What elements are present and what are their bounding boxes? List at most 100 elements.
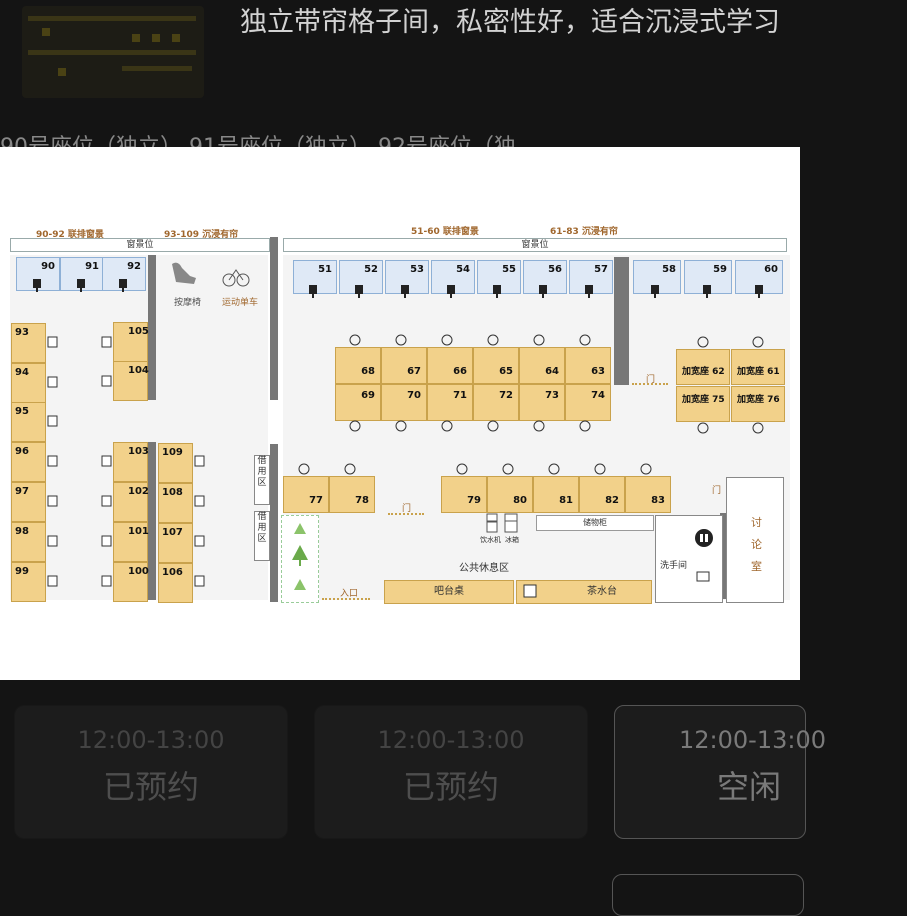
seat-83[interactable]: 83 xyxy=(625,476,671,513)
entrance-label: 入口 xyxy=(340,589,359,599)
chair-icon xyxy=(752,336,764,348)
chair-icon xyxy=(533,420,545,432)
seat-99[interactable]: 99 xyxy=(11,562,46,602)
seat-107[interactable]: 107 xyxy=(158,523,193,563)
seat-81[interactable]: 81 xyxy=(533,476,579,513)
chair-icon xyxy=(194,575,205,587)
chair-icon xyxy=(401,285,409,298)
massage-chair-icon xyxy=(172,262,196,284)
chair-icon xyxy=(349,420,361,432)
chair-icon xyxy=(47,575,58,587)
chair-icon xyxy=(47,336,58,348)
seat-105[interactable]: 105 xyxy=(113,322,149,362)
seat-95[interactable]: 95 xyxy=(11,402,46,442)
seat-map-thumbnail[interactable] xyxy=(22,6,204,98)
tea-bar: 茶水台 xyxy=(516,580,652,604)
chair-icon xyxy=(47,455,58,467)
zone-label: 93-109 沉浸有帘 xyxy=(164,230,239,240)
seat-61[interactable]: 加宽座 61 xyxy=(731,349,785,385)
seat-67[interactable]: 67 xyxy=(381,347,427,384)
seat-96[interactable]: 96 xyxy=(11,442,46,482)
seat-57[interactable]: 57 xyxy=(569,260,613,294)
seat-102[interactable]: 102 xyxy=(113,482,149,522)
borrow-area-2: 借用区 xyxy=(254,511,270,561)
time-slot-card[interactable]: 12:00-13:00 已预约 xyxy=(314,705,588,839)
storage-cabinet: 储物柜 xyxy=(536,515,654,531)
chair-icon xyxy=(194,455,205,467)
seat-74[interactable]: 74 xyxy=(565,384,611,421)
floor-plan-image[interactable]: 90-92 联排窗景 93-109 沉浸有帘 51-60 联排窗景 61-83 … xyxy=(0,147,800,680)
seat-65[interactable]: 65 xyxy=(473,347,519,384)
seat-56[interactable]: 56 xyxy=(523,260,567,294)
seat-76[interactable]: 加宽座 76 xyxy=(731,386,785,422)
chair-icon xyxy=(456,463,468,475)
seat-93[interactable]: 93 xyxy=(11,323,46,363)
door-label: 门 xyxy=(712,486,722,496)
chair-icon xyxy=(101,535,112,547)
seat-101[interactable]: 101 xyxy=(113,522,149,562)
seat-106[interactable]: 106 xyxy=(158,563,193,603)
seat-77[interactable]: 77 xyxy=(283,476,329,513)
seat-68[interactable]: 68 xyxy=(335,347,381,384)
chair-icon xyxy=(101,336,112,348)
chair-icon xyxy=(298,463,310,475)
chair-icon xyxy=(697,422,709,434)
fridge-icon xyxy=(504,513,518,533)
seat-104[interactable]: 104 xyxy=(113,361,149,401)
seat-78[interactable]: 78 xyxy=(329,476,375,513)
chair-icon xyxy=(349,334,361,346)
slot-time: 12:00-13:00 xyxy=(679,726,826,754)
massage-chair-label: 按摩椅 xyxy=(174,298,202,308)
seat-72[interactable]: 72 xyxy=(473,384,519,421)
seat-73[interactable]: 73 xyxy=(519,384,565,421)
tea-bar-label: 茶水台 xyxy=(587,586,617,597)
seat-103[interactable]: 103 xyxy=(113,442,149,482)
chair-icon xyxy=(447,285,455,298)
seat-79[interactable]: 79 xyxy=(441,476,487,513)
slot-time: 12:00-13:00 xyxy=(377,726,525,754)
chair-icon xyxy=(585,285,593,298)
seat-64[interactable]: 64 xyxy=(519,347,565,384)
seat-97[interactable]: 97 xyxy=(11,482,46,522)
chair-icon xyxy=(493,285,501,298)
seat-109[interactable]: 109 xyxy=(158,443,193,483)
seat-71[interactable]: 71 xyxy=(427,384,473,421)
slot-time: 12:00-13:00 xyxy=(77,726,225,754)
chair-icon xyxy=(194,535,205,547)
chair-icon xyxy=(755,285,763,298)
seat-75[interactable]: 加宽座 75 xyxy=(676,386,730,422)
lounge-label: 公共休息区 xyxy=(459,563,509,574)
seat-98[interactable]: 98 xyxy=(11,522,46,562)
seat-80[interactable]: 80 xyxy=(487,476,533,513)
seat-94[interactable]: 94 xyxy=(11,363,46,403)
seat-description: 独立带帘格子间，私密性好，适合沉浸式学习 xyxy=(240,7,780,38)
discussion-room-label: 讨论室 xyxy=(751,516,762,573)
chair-icon xyxy=(47,415,58,427)
seat-108[interactable]: 108 xyxy=(158,483,193,523)
plants-area xyxy=(281,515,319,603)
zone-label: 90-92 联排窗景 xyxy=(36,230,104,240)
seat-70[interactable]: 70 xyxy=(381,384,427,421)
seat-100[interactable]: 100 xyxy=(113,562,149,602)
zone-label: 61-83 沉浸有帘 xyxy=(550,227,618,237)
chair-icon xyxy=(703,285,711,298)
chair-icon xyxy=(487,334,499,346)
borrow-area-1: 借用区 xyxy=(254,455,270,505)
seat-82[interactable]: 82 xyxy=(579,476,625,513)
restroom-icon xyxy=(695,529,713,547)
chair-icon xyxy=(441,334,453,346)
time-slot-card[interactable]: 12:00-13:00 空闲 xyxy=(614,705,826,839)
seat-62[interactable]: 加宽座 62 xyxy=(676,349,730,385)
chair-icon xyxy=(441,420,453,432)
seat-66[interactable]: 66 xyxy=(427,347,473,384)
time-slot-card[interactable]: 12:00-13:00 已预约 xyxy=(14,705,288,839)
slot-status: 已预约 xyxy=(102,768,199,806)
seat-69[interactable]: 69 xyxy=(335,384,381,421)
slot-status: 空闲 xyxy=(717,768,782,806)
restroom: 洗手间 xyxy=(655,515,723,603)
seat-63[interactable]: 63 xyxy=(565,347,611,384)
chair-icon xyxy=(47,495,58,507)
time-slot-card[interactable] xyxy=(612,874,804,916)
chair-icon xyxy=(533,334,545,346)
door-label: 门 xyxy=(646,375,656,385)
